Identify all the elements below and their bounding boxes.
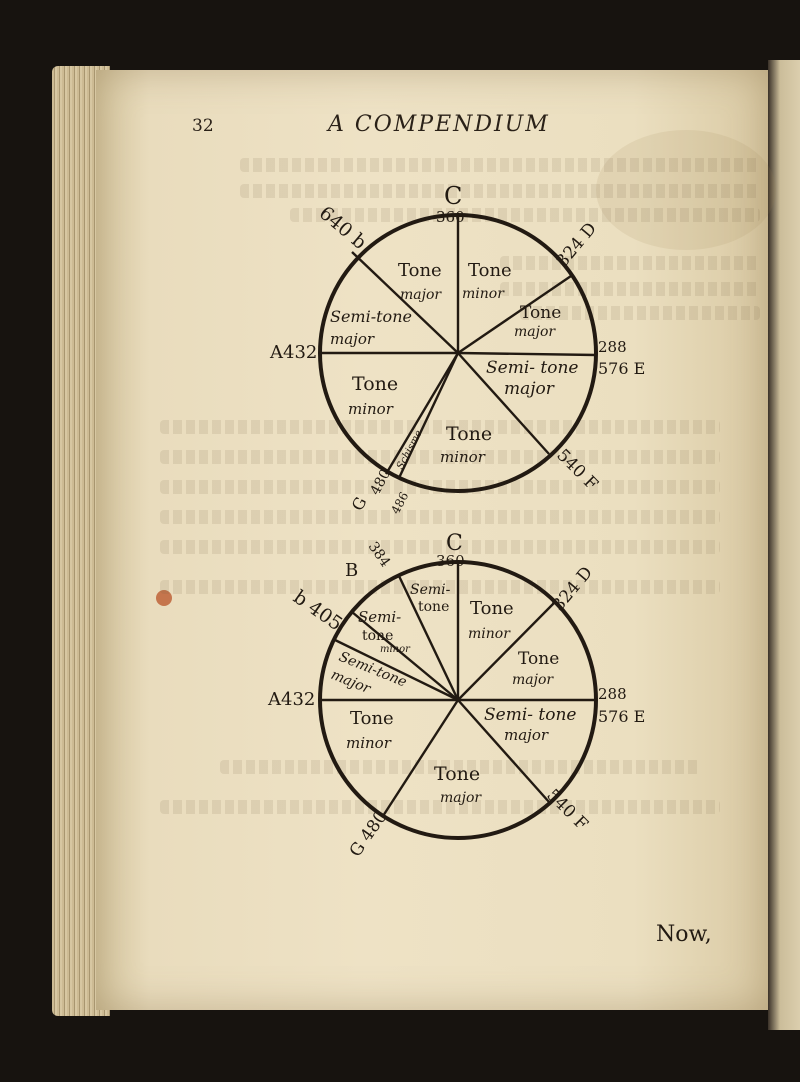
- segment-label: minor: [346, 734, 392, 752]
- segment-label: Tone: [468, 260, 512, 281]
- segment-label: tone: [418, 599, 449, 615]
- segment-label: major: [514, 324, 556, 340]
- running-title: A COMPENDIUM: [328, 112, 550, 137]
- b-letter: B: [345, 560, 358, 581]
- lower-left-small: 486: [388, 490, 411, 517]
- segment-label: Tone: [520, 303, 561, 323]
- segment-label: Tone: [398, 260, 442, 281]
- tone-circle-2: C 360 B 384 A432 288 576 E b 405 324 D G…: [267, 531, 645, 861]
- segment-label: major: [512, 672, 554, 688]
- show-through: [240, 158, 760, 172]
- show-through: [160, 420, 720, 434]
- book-page: [96, 70, 776, 1010]
- segment-label: Tone: [350, 708, 394, 729]
- top-number: 360: [436, 552, 465, 570]
- segment-label: tone: [362, 628, 393, 644]
- segment-label: minor: [440, 448, 486, 466]
- show-through: [160, 580, 720, 594]
- segment-label: Semi-tone: [330, 307, 412, 326]
- top-letter: C: [444, 182, 462, 210]
- segment-label: minor: [468, 626, 511, 642]
- paper-stain: [156, 590, 172, 606]
- show-through: [240, 184, 760, 198]
- show-through: [520, 306, 760, 320]
- lower-left-label: G 480: [346, 807, 392, 861]
- segment-label: Tone: [434, 763, 480, 785]
- paper-stain: [596, 130, 776, 250]
- show-through: [160, 510, 720, 524]
- segment-label: major: [400, 287, 442, 303]
- left-label: A432: [267, 689, 315, 710]
- lower-left-letter: G: [348, 494, 371, 514]
- lower-right-label: 540 F: [552, 445, 601, 494]
- lower-right-label: 540 F: [542, 785, 591, 834]
- left-label: A432: [269, 342, 317, 363]
- upper-left-label: 640 b: [315, 202, 371, 254]
- upper-right-label: 324 D: [549, 563, 597, 615]
- right-label: 576 E: [598, 707, 645, 726]
- right-number: 288: [598, 338, 627, 356]
- right-label: 576 E: [598, 359, 645, 378]
- segment-label: Tone: [518, 649, 559, 669]
- segment-label: minor: [380, 644, 411, 655]
- upper-left-label: b 405: [289, 586, 346, 635]
- segment-label: Tone: [446, 423, 492, 445]
- top-number: 360: [436, 208, 465, 226]
- segment-label: major: [440, 790, 482, 806]
- show-through: [160, 450, 720, 464]
- segment-label: Semi- tone: [484, 705, 577, 725]
- segment-label: Tone: [470, 598, 514, 619]
- show-through: [160, 480, 720, 494]
- segment-label: Semi-: [410, 582, 451, 598]
- segment-label: Semi- tone: [486, 358, 579, 378]
- catchword: Now,: [656, 922, 712, 947]
- page-number: 32: [192, 116, 214, 136]
- segment-label: major: [504, 379, 555, 399]
- show-through: [160, 800, 720, 814]
- b-number: 384: [365, 539, 393, 570]
- right-number: 288: [598, 685, 627, 703]
- tone-circle-1: C 360 A432 288 576 E 640 b 324 D G 480 4…: [269, 182, 645, 516]
- facing-page-edge: [768, 60, 800, 1030]
- show-through: [500, 282, 760, 296]
- upper-right-label: 324 D: [553, 219, 601, 271]
- show-through: [160, 540, 720, 554]
- segment-label: minor: [462, 286, 505, 302]
- segment-label: major: [330, 330, 375, 348]
- top-letter: C: [446, 531, 463, 556]
- segment-label: Tone: [352, 373, 398, 395]
- segment-label: Semi-: [358, 608, 401, 626]
- show-through: [290, 208, 760, 222]
- segment-label: major: [504, 726, 549, 744]
- segment-label: minor: [348, 400, 394, 418]
